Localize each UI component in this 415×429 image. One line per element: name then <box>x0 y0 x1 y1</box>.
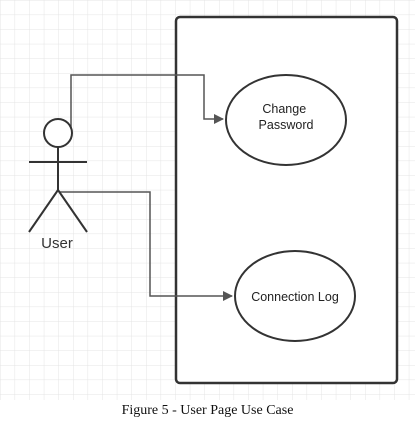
use-case-connection-log-label: Connection Log <box>251 290 339 304</box>
use-case-change-password-line-2: Password <box>259 118 314 132</box>
use-case-change-password-label: Change Password <box>259 102 314 132</box>
actor-right-leg <box>57 189 88 233</box>
use-case-connection-log-line-1: Connection Log <box>251 290 339 304</box>
use-case-change-password <box>225 74 347 166</box>
use-case-change-password-line-1: Change <box>262 102 306 116</box>
figure-caption: Figure 5 - User Page Use Case <box>121 403 294 418</box>
use-case-connection-log <box>234 250 356 342</box>
actor-user <box>28 118 88 233</box>
connector-connection-log <box>60 191 233 301</box>
actor-left-leg <box>28 189 59 233</box>
actor-head <box>43 118 73 148</box>
connector-change-password <box>70 74 224 129</box>
actor-label: User <box>41 235 73 252</box>
